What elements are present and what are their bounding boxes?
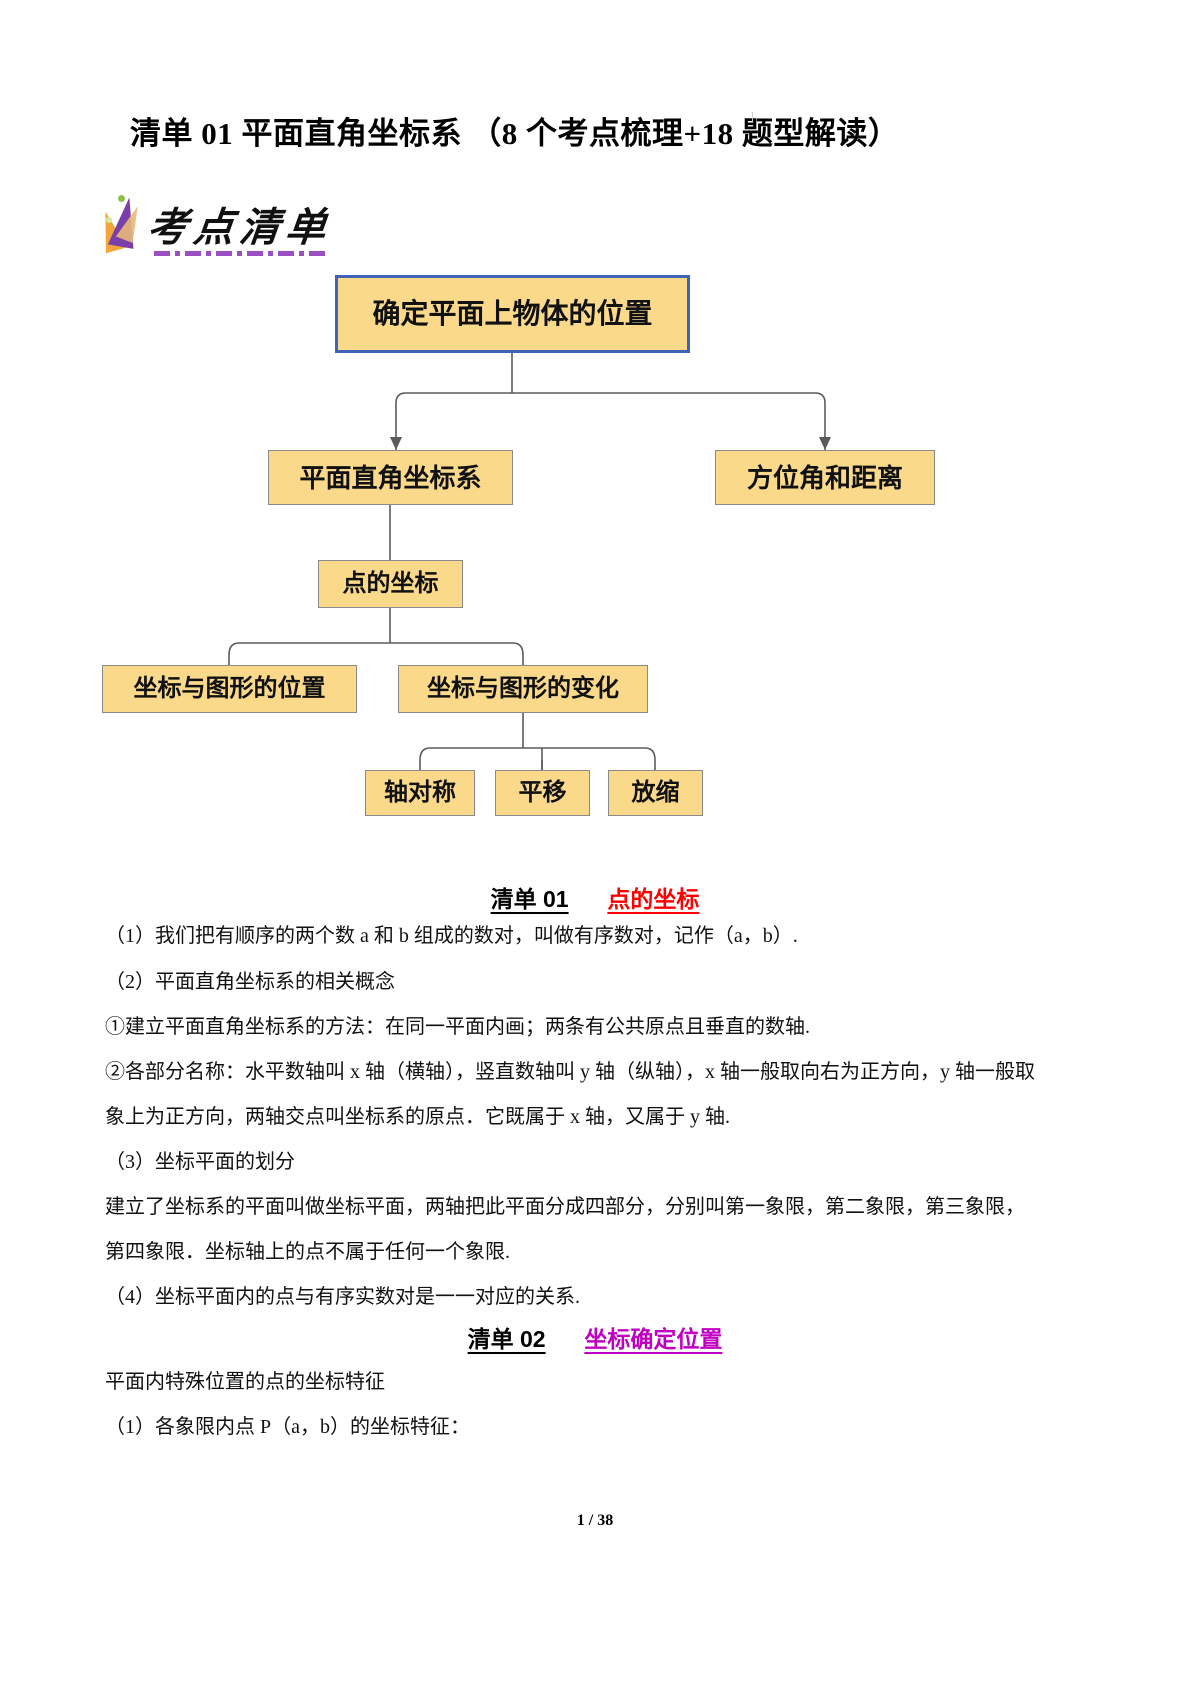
body-line-2: （2）平面直角坐标系的相关概念 xyxy=(105,971,395,993)
flow-node-scaling[interactable]: 放缩 xyxy=(608,770,703,816)
page-footer: 1 / 38 xyxy=(576,1512,614,1529)
logo-text: 考点清单 xyxy=(145,205,334,250)
concept-flowchart: 确定平面上物体的位置 平面直角坐标系 方位角和距离 点的坐标 坐标与图形的位置 … xyxy=(90,265,1100,855)
page-artifact-mark xyxy=(752,112,753,122)
section-header-1: 清单 01 点的坐标 xyxy=(90,880,1100,914)
body-line-7: 建立了坐标系的平面叫做坐标平面，两轴把此平面分成四部分，分别叫第一象限，第二象限… xyxy=(105,1196,1025,1218)
flow-node-point-coordinates[interactable]: 点的坐标 xyxy=(318,560,463,608)
body-line-1: （1）我们把有顺序的两个数 a 和 b 组成的数对，叫做有序数对，记作（a，b）… xyxy=(105,925,798,947)
flowchart-connectors xyxy=(228,353,831,770)
body-line-8: 第四象限．坐标轴上的点不属于任何一个象限. xyxy=(105,1241,510,1263)
flow-node-axial-symmetry[interactable]: 轴对称 xyxy=(365,770,475,816)
body-line-3: ①建立平面直角坐标系的方法：在同一平面内画；两条有公共原点且垂直的数轴. xyxy=(105,1016,810,1038)
flow-node-plane-coordinate-system[interactable]: 平面直角坐标系 xyxy=(268,450,513,505)
flow-node-root[interactable]: 确定平面上物体的位置 xyxy=(335,275,690,353)
page-title: 清单 01 平面直角坐标系 （8 个考点梳理+18 题型解读） xyxy=(130,116,900,151)
body-line-11: （1）各象限内点 P（a，b）的坐标特征： xyxy=(105,1416,470,1438)
body-line-9: （4）坐标平面内的点与有序实数对是一一对应的关系. xyxy=(105,1286,580,1308)
section-header-2: 清单 02 坐标确定位置 xyxy=(90,1320,1100,1354)
flow-node-translation[interactable]: 平移 xyxy=(495,770,590,816)
arrowhead-left xyxy=(390,437,402,450)
logo-underline-decoration xyxy=(154,251,329,256)
section-2-number: 清单 02 xyxy=(467,1326,546,1352)
flame-decoration-icon xyxy=(94,193,154,255)
section-1-number: 清单 01 xyxy=(490,886,569,912)
body-line-5: 象上为正方向，两轴交点叫坐标系的原点．它既属于 x 轴，又属于 y 轴. xyxy=(105,1106,730,1128)
flow-node-bearing-and-distance[interactable]: 方位角和距离 xyxy=(715,450,935,505)
section-2-title: 坐标确定位置 xyxy=(584,1326,723,1352)
section-1-title: 点的坐标 xyxy=(607,886,700,912)
body-line-6: （3）坐标平面的划分 xyxy=(105,1151,295,1173)
kaodian-qingdan-logo: 考点清单 xyxy=(94,193,346,265)
flow-node-coordinates-and-figure-position[interactable]: 坐标与图形的位置 xyxy=(102,665,357,713)
body-line-10: 平面内特殊位置的点的坐标特征 xyxy=(105,1371,385,1393)
flow-node-coordinates-and-figure-change[interactable]: 坐标与图形的变化 xyxy=(398,665,648,713)
body-line-4: ②各部分名称：水平数轴叫 x 轴（横轴），竖直数轴叫 y 轴（纵轴），x 轴一般… xyxy=(105,1061,1035,1083)
arrowhead-right xyxy=(819,437,831,450)
